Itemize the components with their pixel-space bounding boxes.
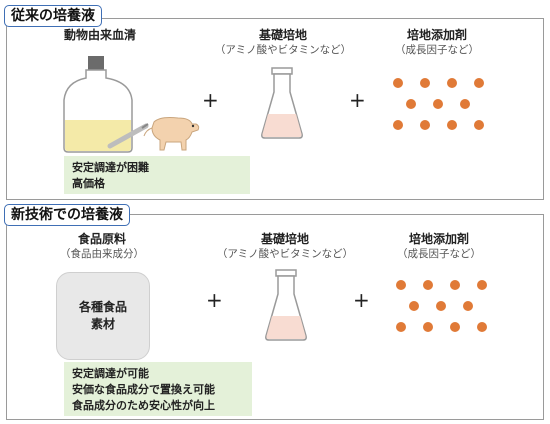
syringe-icon [107,123,149,149]
particle-dot-icon [406,99,416,109]
particle-dot-icon [474,78,484,88]
note-line: 安定調達が可能 [72,367,149,380]
serum-title: 動物由来血清 [63,28,136,42]
particle-dot-icon [436,301,446,311]
additive-subtitle: （成長因子など） [395,44,479,56]
particle-dot-icon [393,120,403,130]
flask-icon [265,269,307,341]
plus-sign: + [353,288,370,312]
plus-sign: + [206,288,223,312]
additive-title: 培地添加剤 [406,28,467,42]
medium-title: 基礎培地 [260,232,309,246]
particle-dot-icon [450,322,460,332]
ingredient-line: 各種食品 [78,300,127,314]
particle-dot-icon [450,280,460,290]
plus-sign: + [202,88,219,112]
particle-dot-icon [396,280,406,290]
plus-sign: + [349,88,366,112]
medium-subtitle: （アミノ酸やビタミンなど） [216,248,354,260]
new-benefits-note: 安定調達が可能 安価な食品成分で置換え可能 食品成分のため安心性が向上 [64,362,252,416]
medium-title: 基礎培地 [258,28,307,42]
particle-dot-icon [409,301,419,311]
particle-dot-icon [423,280,433,290]
flask-icon [261,67,303,139]
particle-dot-icon [447,120,457,130]
particle-dot-icon [396,322,406,332]
particle-dot-icon [477,322,487,332]
food-ingredients-box: 各種食品 素材 [56,272,150,360]
particle-dot-icon [420,78,430,88]
particle-dot-icon [460,99,470,109]
particle-dot-icon [423,322,433,332]
conventional-title: 従来の培養液 [4,5,102,27]
medium-subtitle: （アミノ酸やビタミンなど） [214,44,352,56]
conventional-issues-note: 安定調達が困難 高価格 [64,156,250,194]
note-line: 食品成分のため安心性が向上 [72,399,215,412]
ingredient-line: 素材 [90,317,115,331]
new-technology-title: 新技術での培養液 [4,204,130,226]
additive-title: 培地添加剤 [408,232,469,246]
note-line: 高価格 [72,177,105,190]
particle-dot-icon [477,280,487,290]
particle-dot-icon [447,78,457,88]
note-line: 安定調達が困難 [72,161,149,174]
additive-subtitle: （成長因子など） [397,248,481,260]
particle-dot-icon [420,120,430,130]
cow-icon [143,117,200,151]
particle-dot-icon [474,120,484,130]
particle-dot-icon [433,99,443,109]
particle-dot-icon [393,78,403,88]
particle-dot-icon [463,301,473,311]
food-subtitle: （食品由来成分） [60,248,144,260]
food-title: 食品原料 [77,232,126,246]
note-line: 安価な食品成分で置換え可能 [72,383,215,396]
